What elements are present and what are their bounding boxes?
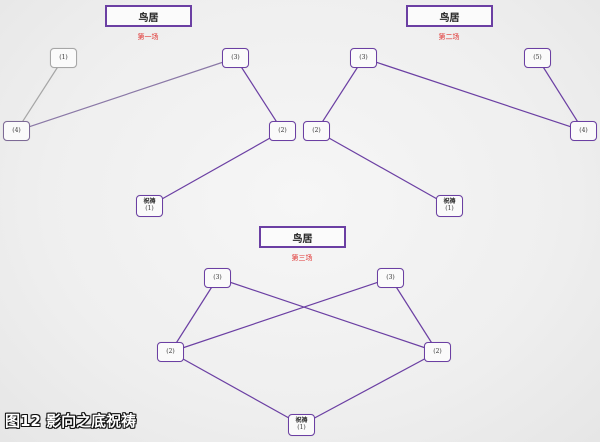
node-label: (3) (359, 53, 368, 61)
prayer-node: 祝祷 (1) (436, 195, 463, 217)
edge-line (536, 57, 585, 132)
node-label: (2) (433, 347, 442, 355)
graph-node: (2) (157, 342, 184, 362)
edge-line (149, 130, 283, 207)
graph-node: (4) (570, 121, 597, 141)
graph-node: (2) (269, 121, 296, 141)
panel-title: 鸟居 (292, 233, 313, 245)
graph-node: (2) (424, 342, 451, 362)
node-label: (3) (213, 273, 222, 281)
node-label: (2) (166, 347, 175, 355)
torii-title-box: 鸟居 (259, 226, 346, 248)
prayer-node: 祝祷 (1) (288, 414, 315, 436)
prayer-node: 祝祷 (1) (136, 195, 163, 217)
graph-node: (4) (3, 121, 30, 141)
prayer-node-title: 祝祷 (143, 198, 156, 206)
prayer-node-number: (1) (297, 424, 306, 431)
edge-line (217, 277, 438, 353)
edge-line (363, 57, 584, 132)
panel-title: 鸟居 (439, 12, 460, 24)
panel-subtitle: 第三场 (291, 254, 313, 262)
edge-line (315, 57, 365, 132)
graph-node: (3) (204, 268, 231, 288)
node-label: (3) (386, 273, 395, 281)
torii-title-box: 鸟居 (105, 5, 192, 27)
graph-node: (3) (222, 48, 249, 68)
panel-title: 鸟居 (138, 12, 159, 24)
edge-line (170, 277, 391, 353)
torii-title-box: 鸟居 (406, 5, 493, 27)
prayer-node-number: (1) (445, 205, 454, 212)
node-label: (2) (278, 126, 287, 134)
panel-subtitle: 第一场 (137, 33, 159, 41)
edge-line (170, 351, 302, 426)
edge-line (234, 57, 284, 132)
figure-caption: 图12 影向之底祝祷 (5, 412, 137, 430)
node-label: (4) (12, 126, 21, 134)
node-label: (2) (312, 126, 321, 134)
prayer-node-title: 祝祷 (443, 198, 456, 206)
graph-node: (3) (377, 268, 404, 288)
edge-line (316, 130, 450, 207)
edge-line (15, 57, 65, 132)
node-label: (5) (533, 53, 542, 61)
panel-subtitle: 第二场 (438, 33, 460, 41)
prayer-node-title: 祝祷 (295, 417, 308, 425)
node-label: (3) (231, 53, 240, 61)
edge-line (169, 277, 219, 353)
node-label: (4) (579, 126, 588, 134)
edge-line (16, 57, 236, 132)
graph-node: (1) (50, 48, 77, 68)
graph-node: (5) (524, 48, 551, 68)
edge-line (301, 351, 438, 426)
graph-node: (2) (303, 121, 330, 141)
edge-line (389, 277, 439, 353)
graph-node: (3) (350, 48, 377, 68)
prayer-node-number: (1) (145, 205, 154, 212)
node-label: (1) (59, 53, 68, 61)
